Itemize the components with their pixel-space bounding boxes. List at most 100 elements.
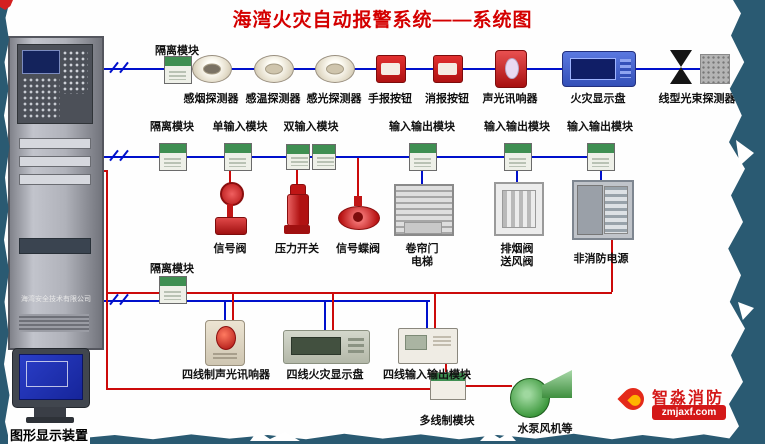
logo-name: 智淼消防: [652, 390, 725, 407]
non-fire-power-cabinet: [572, 180, 634, 240]
four-wire-display-label: 四线火灾显示盘: [286, 369, 364, 381]
pressure-switch: [283, 184, 311, 236]
sounder-strobe-label: 声光讯响器: [482, 93, 538, 105]
elevator-label: 电梯: [411, 256, 433, 268]
wire-loop2-trunk: [100, 156, 615, 158]
wire-loop3-trunk: [100, 300, 430, 302]
smoke-damper: [494, 182, 544, 236]
cabinet-indicator-row: [19, 156, 91, 167]
corner-mark: [0, 0, 13, 10]
io-module: [504, 143, 532, 171]
flame-detector: [315, 55, 355, 83]
io-module: [409, 143, 437, 171]
site-logo: 智淼消防 zmjaxf.com: [617, 382, 730, 424]
four-wire-sounder-strobe: [205, 320, 245, 366]
heat-detector: [254, 55, 294, 83]
four-wire-fire-display: [283, 330, 370, 364]
wire-drop-damper: [516, 158, 518, 184]
module-label: 隔离模块: [150, 121, 194, 133]
hydrant-button-label: 消报按钮: [425, 93, 469, 105]
cabinet-vent: [19, 314, 89, 332]
multi-line-module-label: 多线制模块: [419, 415, 475, 427]
wire-loop1-trunk: [100, 68, 730, 70]
isolation-module: [159, 276, 187, 304]
fan-scroll: [510, 378, 550, 418]
cabinet-sub-display: [19, 238, 91, 254]
io-module: [587, 143, 615, 171]
smoke-detector-label: 感烟探测器: [183, 93, 239, 105]
graphic-display-monitor: [12, 348, 90, 426]
cabinet-lcd-screen: [22, 50, 60, 74]
wire-drop-pressure-switch: [296, 158, 298, 186]
module-label: 单输入模块: [212, 121, 268, 133]
wire-power-drop-sounder4: [232, 292, 234, 320]
isolation-module: [159, 143, 187, 171]
flame-detector-label: 感光探测器: [306, 93, 362, 105]
module-label: 输入输出模块: [484, 121, 550, 133]
page-title: 海湾火灾自动报警系统——系统图: [232, 10, 533, 31]
hydrant-button: [433, 55, 463, 83]
valve-body: [215, 217, 247, 235]
wire-drop-signal-valve: [229, 158, 231, 184]
dual-input-module: [312, 144, 336, 170]
wire-drop-butterfly-valve: [357, 158, 359, 196]
single-input-module: [224, 143, 252, 171]
butterfly-valve-stem: [354, 196, 362, 206]
fire-display-panel: [562, 51, 636, 87]
cabinet-button-grid: [62, 50, 88, 94]
four-wire-io-module: [398, 328, 458, 364]
manual-call-point-label: 手报按钮: [368, 93, 412, 105]
multi-line-module: [430, 372, 466, 400]
module-label: 输入输出模块: [389, 121, 455, 133]
four-wire-io-label: 四线输入输出模块: [383, 369, 471, 381]
wire-drop-display4: [324, 300, 326, 330]
wire-power-drop-display4: [332, 292, 334, 330]
smoke-detector: [192, 55, 232, 83]
torn-edge-left: [0, 0, 10, 444]
signal-valve-label: 信号阀: [213, 243, 247, 255]
rolling-door-label: 卷帘门: [405, 243, 439, 255]
valve-wheel: [220, 182, 244, 206]
wire-drop-sounder4: [224, 300, 226, 322]
module-label: 双输入模块: [283, 121, 339, 133]
beam-detector-reflector: [700, 54, 730, 84]
pressure-switch-body: [287, 194, 309, 226]
dual-input-module: [286, 144, 310, 170]
signal-valve: [210, 182, 250, 236]
wire-multiline-link: [445, 362, 447, 374]
graphic-display-label: 图形显示装置: [8, 425, 91, 444]
pressure-switch-label: 压力开关: [275, 243, 319, 255]
valve-stem: [227, 204, 233, 217]
fire-display-panel-label: 火灾显示盘: [570, 93, 626, 105]
module-label: 输入输出模块: [567, 121, 633, 133]
torn-edge-right: [725, 0, 765, 444]
wire-power-drop-noncfire: [611, 238, 613, 292]
wire-drop-iomodule4: [426, 300, 428, 328]
monitor-stand: [34, 407, 66, 417]
cabinet-name-plate: 海湾安全技术有限公司: [21, 296, 91, 303]
heat-detector-label: 感温探测器: [245, 93, 301, 105]
wire-power-drop-iomodule4: [434, 292, 436, 328]
pump-fan-label: 水泵风机等: [517, 423, 573, 435]
isolator-label: 隔离模块: [155, 45, 199, 57]
flame-icon: [617, 383, 649, 415]
wire-power-bus: [106, 292, 612, 294]
wire-fan-link: [464, 385, 512, 387]
pump-fan-unit: [510, 370, 572, 418]
rolling-door: [394, 184, 454, 236]
cabinet-indicator-row: [19, 174, 91, 185]
cabinet-control-unit: [17, 44, 93, 124]
logo-site-url: zmjaxf.com: [652, 405, 726, 420]
butterfly-valve: [338, 196, 380, 232]
wire-multiline-bus: [106, 388, 430, 390]
torn-edge-bottom: [0, 433, 765, 444]
wire-power-riser: [106, 170, 108, 388]
isolation-module: [164, 56, 192, 84]
fire-alarm-control-cabinet: 海湾安全技术有限公司: [8, 36, 104, 350]
wire-power-stub: [100, 170, 108, 172]
smoke-damper-label: 排烟阀: [500, 243, 534, 255]
butterfly-valve-label: 信号蝶阀: [336, 243, 380, 255]
beam-detector-label: 线型光束探测器: [658, 93, 736, 105]
beam-detector-transmitter: [670, 50, 692, 84]
